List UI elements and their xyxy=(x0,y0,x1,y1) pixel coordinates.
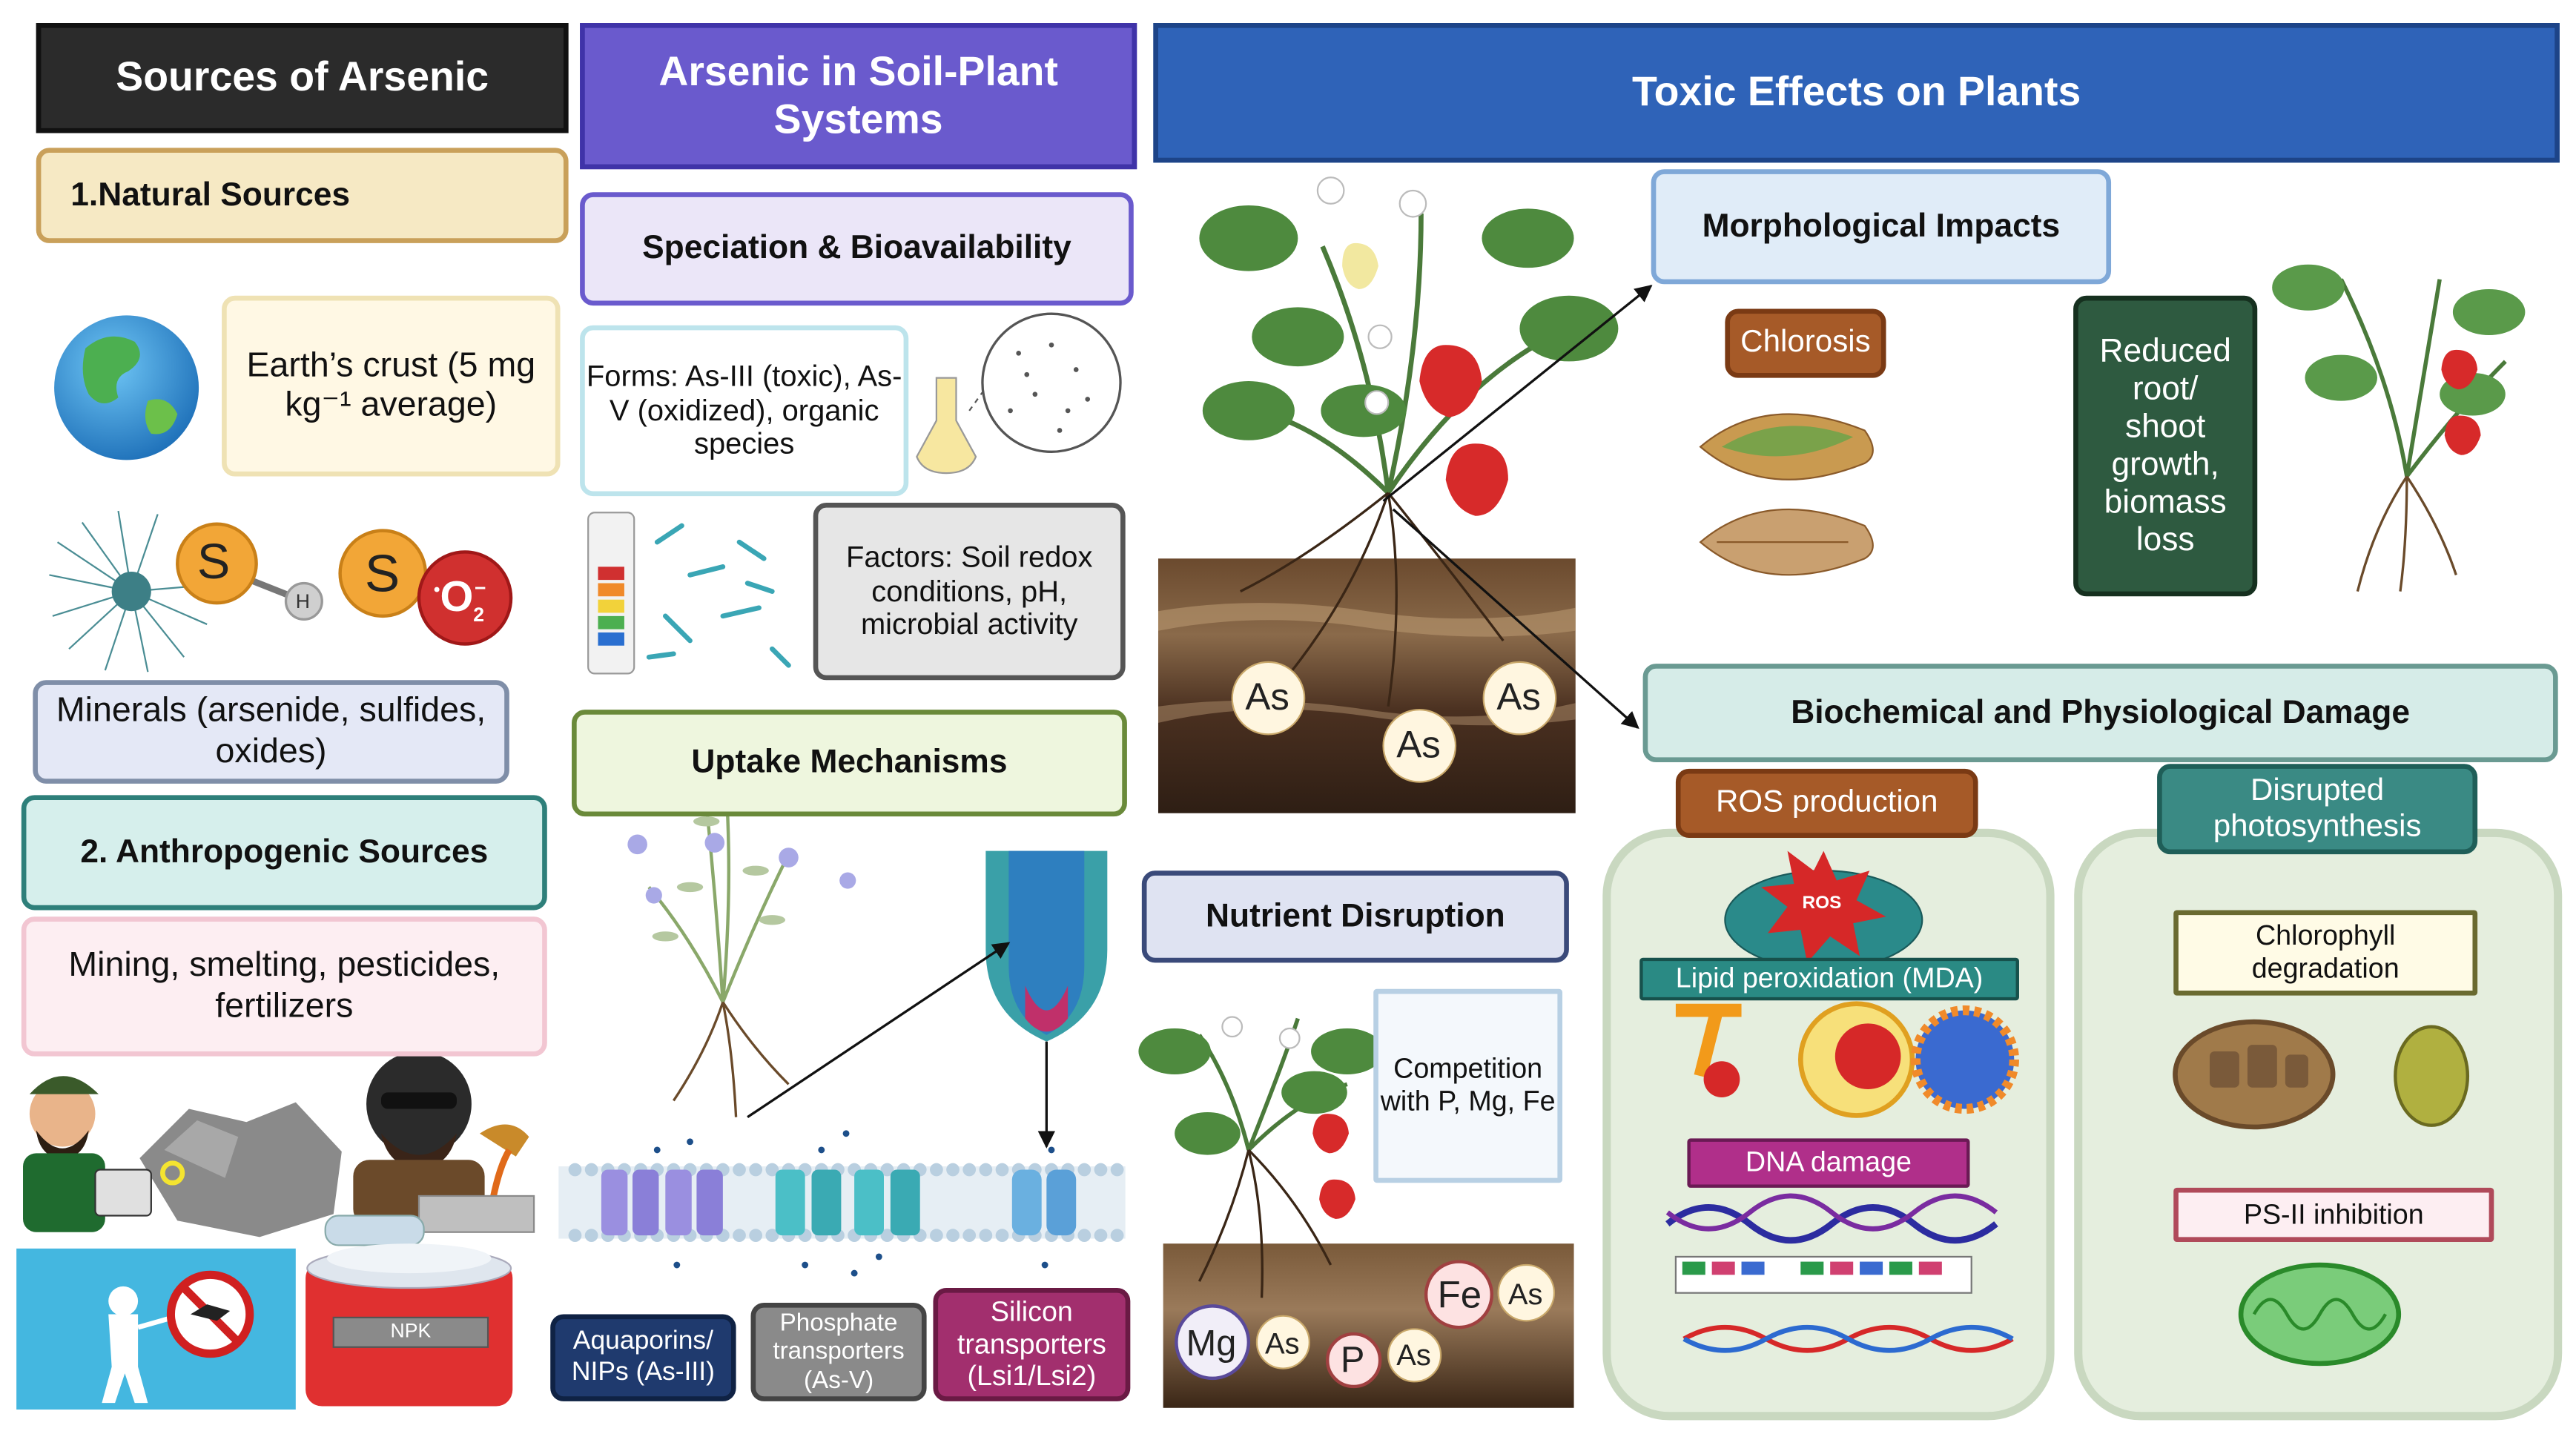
biochemical-damage-label: Biochemical and Physiological Damage xyxy=(1642,664,2558,763)
ps2-inhibition-label: PS-II inhibition xyxy=(2173,1187,2494,1242)
factors-note: Factors: Soil redox conditions, pH, micr… xyxy=(813,502,1126,681)
sulfur-molecule-icon xyxy=(49,510,513,673)
lipid-peroxidation-label: Lipid peroxidation (MDA) xyxy=(1639,957,2019,1001)
earth-crust-note: Earth’s crust (5 mg kg⁻¹ average) xyxy=(222,295,561,477)
ros-production-label: ROS production xyxy=(1675,768,1978,838)
forms-note: Forms: As-III (toxic), As-V (oxidized), … xyxy=(580,325,909,497)
sulfur-atom-label-1: S xyxy=(196,535,231,590)
arrow-to-biochemical xyxy=(1392,508,1639,730)
p-label: P xyxy=(1340,1338,1365,1381)
phosphate-label: Phosphate transporters (As-V) xyxy=(750,1302,927,1401)
arrow-to-morphological xyxy=(1382,285,1653,503)
chlorotic-leaves-icon xyxy=(1699,413,1874,576)
mg-label: Mg xyxy=(1186,1322,1237,1364)
as-label-3: As xyxy=(1496,675,1541,718)
uptake-label: Uptake Mechanisms xyxy=(572,710,1127,817)
root-tip-icon xyxy=(985,850,1108,1042)
soil-plant-header: Arsenic in Soil-Plant Systems xyxy=(580,23,1137,170)
silicon-label: Silicon transporters (Lsi1/Lsi2) xyxy=(933,1288,1131,1401)
miner-illustration xyxy=(23,1076,342,1238)
as-label-6: As xyxy=(1507,1278,1543,1312)
as-label-1: As xyxy=(1245,675,1289,718)
reduced-growth-note: Reduced root/ shoot growth, biomass loss xyxy=(2073,295,2258,597)
ros-star-label: ROS xyxy=(1802,893,1842,913)
as-label-4: As xyxy=(1265,1327,1300,1361)
soil-layer-main xyxy=(1157,492,1576,813)
morphological-impacts-label: Morphological Impacts xyxy=(1651,169,2112,285)
competition-note: Competition with P, Mg, Fe xyxy=(1373,988,1563,1183)
ros-cell-illustration xyxy=(1602,828,2055,1421)
chlorophyll-degradation-label: Chlorophyll degradation xyxy=(2173,910,2478,996)
minerals-note: Minerals (arsenide, sulfides, oxides) xyxy=(33,680,509,784)
microbes-icon xyxy=(646,523,791,668)
anthropogenic-sources-label: 2. Anthropogenic Sources xyxy=(21,795,547,911)
strawberry-plant-main-illustration xyxy=(1199,176,1619,516)
sources-header: Sources of Arsenic xyxy=(36,23,569,133)
soil-layer-small xyxy=(1163,1149,1574,1408)
toxic-effects-header: Toxic Effects on Plants xyxy=(1153,23,2560,163)
as-particle-icons-main xyxy=(1231,661,1557,783)
uptake-arrow xyxy=(747,942,1011,1118)
strawberry-plant-small-illustration xyxy=(1138,1016,1384,1219)
flask-microscope-icon xyxy=(916,312,1122,475)
natural-sources-label: 1.Natural Sources xyxy=(36,148,569,243)
human-activities-note: Mining, smelting, pesticides, fertilizer… xyxy=(21,916,547,1057)
as-label-2: As xyxy=(1396,722,1441,766)
speciation-label: Speciation & Bioavailability xyxy=(580,192,1134,306)
npk-label: NPK xyxy=(390,1319,432,1343)
superoxide-label: •O2− xyxy=(433,572,486,627)
npk-fertilizer-container-icon xyxy=(306,1243,513,1407)
as-label-5: As xyxy=(1396,1338,1431,1372)
pesticide-spraying-illustration xyxy=(16,1248,296,1410)
fe-label: Fe xyxy=(1437,1273,1482,1316)
plant-root-illustration xyxy=(627,788,856,1117)
disrupted-photosynthesis-label: Disrupted photosynthesis xyxy=(2157,764,2478,855)
membrane-transporters-illustration xyxy=(558,1130,1126,1277)
hydrogen-atom-label: H xyxy=(295,589,311,613)
smelter-worker-illustration xyxy=(324,1051,535,1246)
ph-test-strip-icon xyxy=(587,512,635,675)
sulfur-atom-label-2: S xyxy=(364,543,400,604)
nutrient-disruption-label: Nutrient Disruption xyxy=(1141,870,1569,963)
chlorosis-label: Chlorosis xyxy=(1725,308,1886,378)
dna-damage-label: DNA damage xyxy=(1687,1138,1970,1188)
aquaporins-label: Aquaporins/ NIPs (As-III) xyxy=(550,1314,736,1401)
stunted-plant-illustration xyxy=(2272,264,2526,592)
earth-globe-icon xyxy=(54,315,199,460)
